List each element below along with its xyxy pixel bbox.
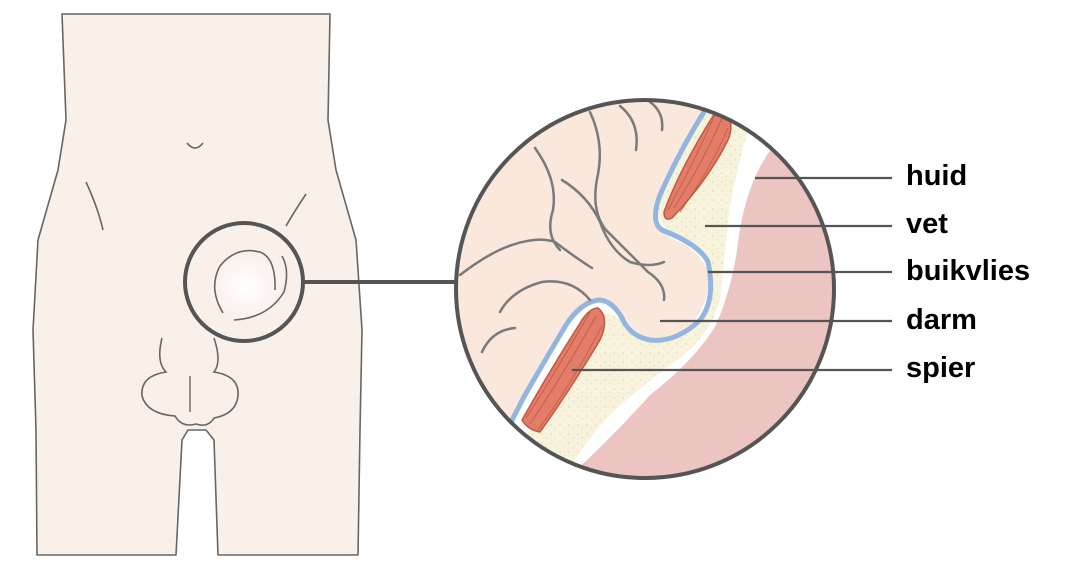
skin-layer	[560, 100, 834, 478]
label-peritoneum: buikvlies	[906, 255, 1031, 287]
label-skin: huid	[906, 160, 968, 192]
label-fat: vet	[906, 208, 948, 240]
intestine-fold-3	[533, 146, 562, 252]
magnified-circle-border	[454, 98, 836, 480]
muscle-lower-fibers	[525, 311, 603, 431]
magnified-view	[456, 100, 834, 478]
hernia-bulge-outline	[213, 249, 276, 314]
intestine-region	[456, 100, 712, 470]
intestine-fold-2	[498, 280, 592, 314]
body-silhouette	[32, 13, 363, 556]
intestine-fold-1	[458, 238, 594, 277]
muscle-upper-fibers	[667, 111, 729, 213]
intestine-fold-4	[588, 110, 666, 302]
intestine-fold-7	[560, 178, 666, 267]
hip-line-right	[285, 193, 307, 227]
leader-lines	[572, 176, 892, 372]
intestine-fold-8	[480, 326, 517, 354]
navel	[186, 142, 204, 149]
intestine-fold-6	[648, 100, 664, 132]
genitals-outline	[141, 337, 239, 426]
fat-layer	[510, 100, 760, 478]
peritoneum-line	[499, 109, 714, 443]
label-muscle: spier	[906, 352, 976, 384]
hernia-bulge-outline-lower	[233, 255, 288, 321]
muscle-lower	[521, 307, 606, 433]
hernia-bulge	[208, 253, 284, 321]
body-figure	[32, 13, 363, 556]
label-intestine: darm	[906, 304, 977, 336]
hip-line-left	[85, 181, 104, 231]
intestine-fold-5	[618, 104, 638, 152]
